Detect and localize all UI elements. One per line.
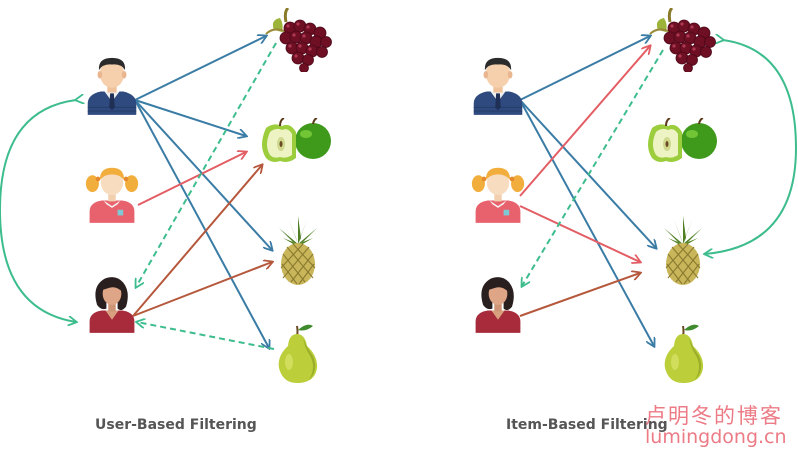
grapes-icon <box>648 8 718 72</box>
arrow-man-to-pear <box>519 99 654 346</box>
arrow-woman-to-pineapple <box>132 262 272 317</box>
arrow-girl-to-apples <box>137 152 246 206</box>
similarity-arc-users <box>0 100 76 322</box>
apples-icon <box>647 118 718 163</box>
arrow-woman-to-apples <box>132 165 262 317</box>
girl-user-icon <box>471 167 525 223</box>
pineapple-icon <box>278 216 318 286</box>
grapes-icon <box>264 8 334 72</box>
arrow-man-to-pear <box>134 99 269 348</box>
arrow-woman-to-pineapple <box>519 273 640 317</box>
watermark-chinese: 卢明冬的博客 <box>645 404 783 428</box>
item-based-panel <box>471 8 798 384</box>
dashed-grapes-to-girl <box>522 49 664 286</box>
dashed-grapes-to-woman <box>136 42 277 287</box>
arrow-girl-to-pineapple <box>519 205 640 262</box>
man-user-icon <box>87 57 137 116</box>
item-based-arrows <box>519 36 798 346</box>
arrow-man-to-grapes <box>519 36 650 101</box>
arrow-girl-to-grapes <box>519 46 650 197</box>
woman-user-icon <box>475 277 521 333</box>
girl-user-icon <box>85 167 139 223</box>
user-based-arrows <box>0 36 277 350</box>
user-based-panel <box>0 8 334 384</box>
pineapple-icon <box>663 216 703 286</box>
apples-icon <box>261 118 332 163</box>
watermark-url: lumingdong.cn <box>645 426 787 448</box>
pear-icon <box>663 323 705 384</box>
arrow-man-to-grapes <box>134 36 266 101</box>
dashed-pear-to-woman <box>137 322 275 350</box>
pear-icon <box>277 323 319 384</box>
user-based-caption: User-Based Filtering <box>95 417 257 433</box>
similarity-arc-items <box>705 40 798 254</box>
woman-user-icon <box>89 277 135 333</box>
item-based-caption: Item-Based Filtering <box>506 417 668 433</box>
arrow-man-to-pineapple <box>134 99 272 250</box>
man-user-icon <box>473 57 523 116</box>
arrow-man-to-apples <box>134 99 246 136</box>
